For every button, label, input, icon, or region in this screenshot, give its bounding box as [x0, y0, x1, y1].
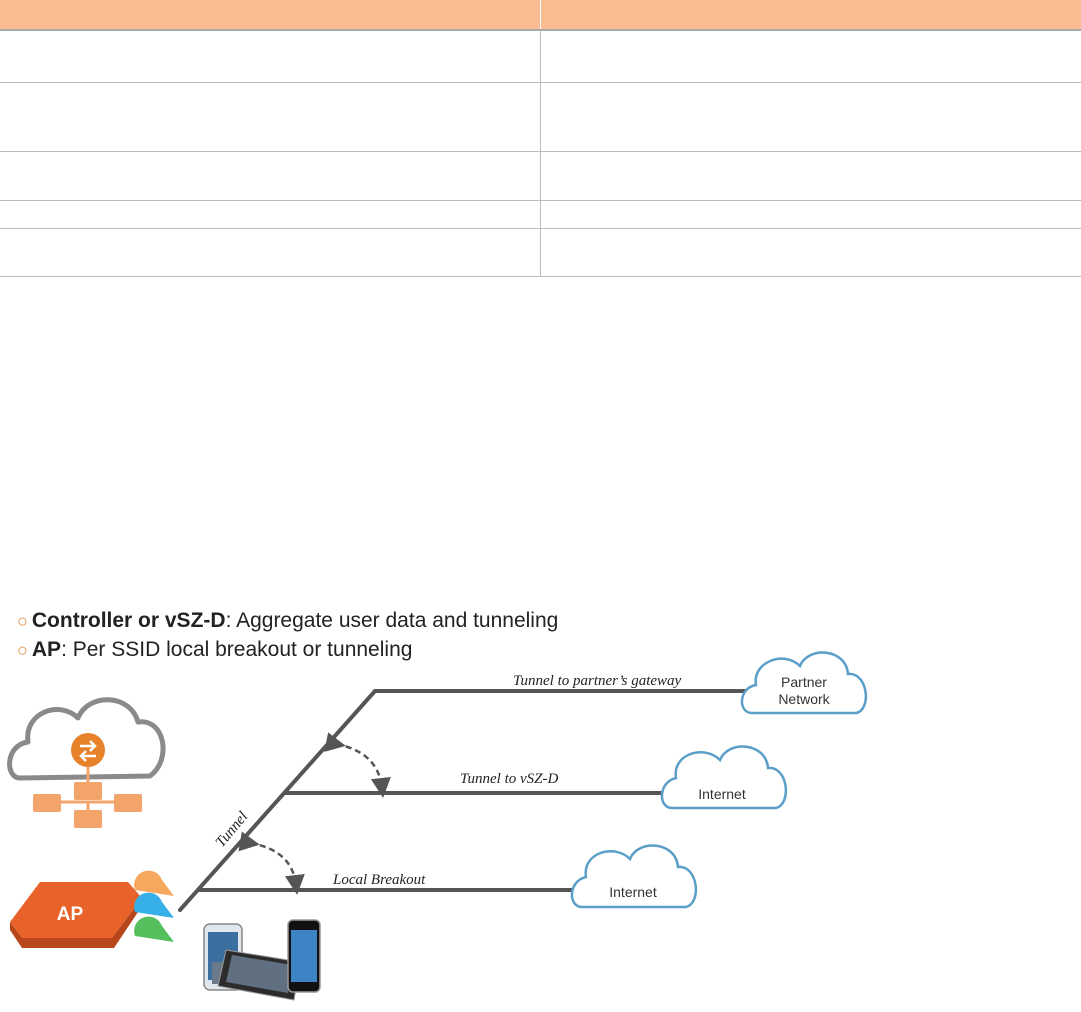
bullet-bold-text: AP: [31, 638, 62, 661]
label-vszd-tunnel: Tunnel to vSZ-D: [460, 771, 559, 787]
partner-cloud-label-2: Network: [778, 691, 830, 707]
table-header-row: [0, 0, 1081, 30]
label-tunnel: Tunnel: [213, 809, 252, 851]
table-header-cell-2: [540, 0, 1081, 30]
table-row: [0, 150, 1081, 201]
table-cell: [0, 81, 541, 152]
partner-cloud-label-1: Partner: [781, 674, 827, 690]
bullet-bold-text: Controller or vSZ-D: [31, 609, 226, 632]
label-local-breakout: Local Breakout: [332, 872, 426, 888]
bullet-controller: ○Controller or vSZ-D: Aggregate user dat…: [17, 609, 558, 633]
switch-arrow-lower: [238, 831, 305, 895]
bullet-text: : Per SSID local breakout or tunneling: [61, 638, 413, 661]
table-cell: [540, 199, 1081, 229]
switch-arrow-upper: [324, 732, 391, 798]
tunnel-trunk-line: [178, 689, 377, 912]
table-cell: [540, 227, 1081, 277]
controller-cloud-icon: [7, 697, 166, 828]
internet-cloud-bottom-icon: Internet: [570, 844, 698, 909]
bullet-circle-icon: ○: [17, 640, 28, 660]
ap-device-icon: AP: [10, 882, 142, 948]
internet-bottom-label: Internet: [609, 884, 657, 900]
table-cell: [0, 150, 541, 201]
table-cell: [0, 227, 541, 277]
bullet-text: : Aggregate user data and tunneling: [225, 609, 559, 632]
ap-label: AP: [57, 904, 84, 925]
table-cell: [540, 150, 1081, 201]
ssid-bubbles-icon: [134, 870, 174, 942]
table-row: [0, 81, 1081, 152]
table-header-cell-1: [0, 0, 541, 30]
internet-top-label: Internet: [698, 786, 746, 802]
table-row: [0, 227, 1081, 277]
bullet-ap: ○AP: Per SSID local breakout or tunnelin…: [17, 638, 412, 662]
internet-cloud-top-icon: Internet: [660, 745, 788, 810]
label-partner-tunnel: Tunnel to partner’s gateway: [513, 673, 682, 689]
data-table: [0, 0, 1081, 277]
partner-network-cloud-icon: Partner Network: [740, 651, 868, 715]
bullet-circle-icon: ○: [17, 611, 28, 631]
table-row: [0, 199, 1081, 229]
smartphones-icon: [203, 919, 321, 1001]
